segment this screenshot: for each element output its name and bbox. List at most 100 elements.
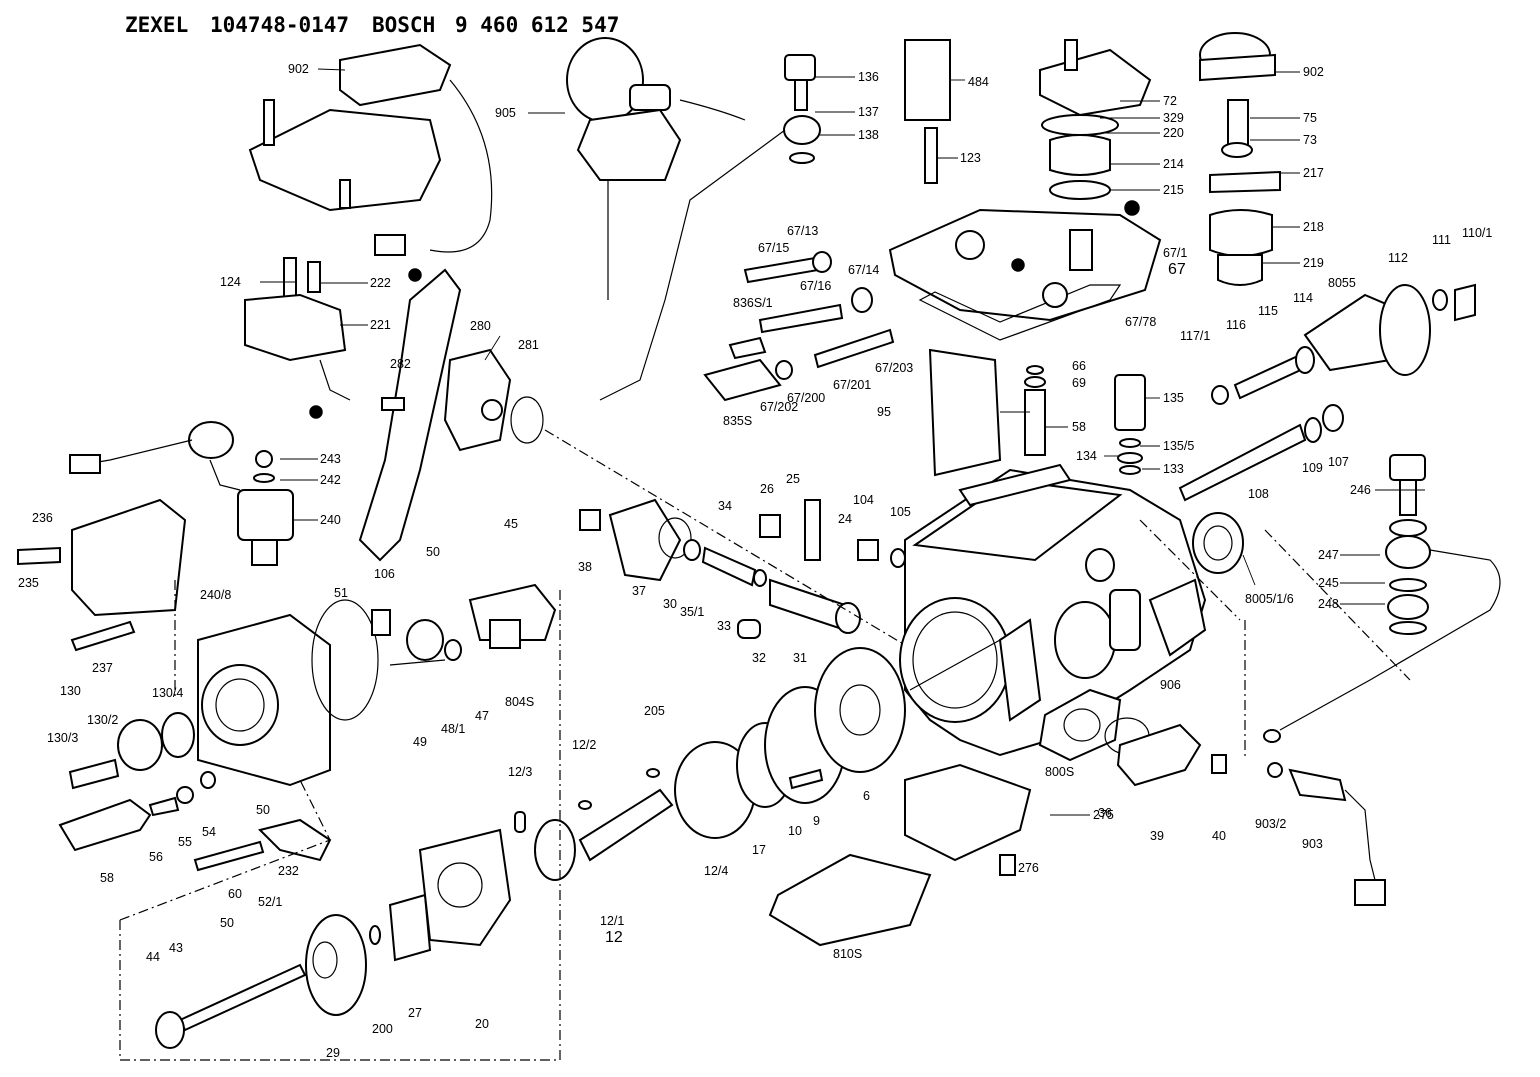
pump-housing bbox=[899, 468, 1207, 757]
label-236: 236 bbox=[32, 511, 53, 525]
fitting-58 bbox=[58, 786, 194, 852]
diagram-header: ZEXEL 104748-0147 BOSCH 9 460 612 547 bbox=[125, 13, 619, 37]
label-27: 27 bbox=[408, 1006, 422, 1020]
label-221: 221 bbox=[370, 318, 391, 332]
label-134: 134 bbox=[1076, 449, 1097, 463]
label-58-bottom: 58 bbox=[100, 871, 114, 885]
label-69: 69 bbox=[1072, 376, 1086, 390]
label-484: 484 bbox=[968, 75, 989, 89]
sensor-903 bbox=[1267, 762, 1386, 906]
label-282: 282 bbox=[390, 357, 411, 371]
label-111: 111 bbox=[1432, 233, 1451, 247]
label-12-3: 12/3 bbox=[508, 765, 532, 779]
label-12: 12 bbox=[605, 929, 623, 946]
label-114: 114 bbox=[1293, 291, 1313, 305]
label-136: 136 bbox=[858, 70, 879, 84]
banjo-fitting bbox=[599, 54, 821, 401]
label-902: 902 bbox=[288, 62, 309, 76]
label-215: 215 bbox=[1163, 183, 1184, 197]
label-237: 237 bbox=[92, 661, 113, 675]
vacuum-unit-905 bbox=[566, 37, 746, 300]
label-104: 104 bbox=[853, 493, 874, 507]
valve-135 bbox=[1114, 374, 1146, 475]
part-labels: 902 905 136 137 138 484 72 329 220 214 2… bbox=[18, 62, 1492, 1060]
label-222: 222 bbox=[370, 276, 391, 290]
label-218: 218 bbox=[1303, 220, 1324, 234]
label-123: 123 bbox=[960, 151, 981, 165]
label-47: 47 bbox=[475, 709, 489, 723]
label-135-5: 135/5 bbox=[1163, 439, 1194, 453]
label-25: 25 bbox=[786, 472, 800, 486]
label-836s-1: 836S/1 bbox=[733, 296, 773, 310]
label-835s: 835S bbox=[723, 414, 752, 428]
label-50-top: 50 bbox=[426, 545, 440, 559]
label-20: 20 bbox=[475, 1017, 489, 1031]
maker-zexel: ZEXEL bbox=[125, 13, 188, 37]
bracket-95 bbox=[928, 348, 1072, 507]
label-9: 9 bbox=[813, 814, 820, 828]
label-38: 38 bbox=[578, 560, 592, 574]
label-75: 75 bbox=[1303, 111, 1317, 125]
label-50-bottom: 50 bbox=[220, 916, 234, 930]
label-24: 24 bbox=[838, 512, 852, 526]
label-67-203: 67/203 bbox=[875, 361, 913, 375]
label-108: 108 bbox=[1248, 487, 1269, 501]
label-67-15: 67/15 bbox=[758, 241, 789, 255]
top-left-bracket bbox=[248, 43, 493, 282]
lever-232 bbox=[193, 818, 332, 872]
label-30: 30 bbox=[663, 597, 677, 611]
throttle-lever bbox=[358, 268, 544, 562]
leader-lines bbox=[260, 68, 1425, 816]
label-903: 903 bbox=[1302, 837, 1323, 851]
label-67-200: 67/200 bbox=[787, 391, 825, 405]
label-72: 72 bbox=[1163, 94, 1177, 108]
label-133: 133 bbox=[1163, 462, 1184, 476]
label-39: 39 bbox=[1150, 829, 1164, 843]
center-lines bbox=[119, 429, 1411, 1061]
seal-8005 bbox=[1192, 512, 1244, 574]
label-217: 217 bbox=[1303, 166, 1324, 180]
label-56: 56 bbox=[149, 850, 163, 864]
label-112: 112 bbox=[1388, 251, 1408, 265]
label-205: 205 bbox=[644, 704, 665, 718]
label-280: 280 bbox=[470, 319, 491, 333]
label-67-1: 67/1 bbox=[1163, 246, 1187, 260]
label-26: 26 bbox=[760, 482, 774, 496]
label-117-1: 117/1 bbox=[1180, 329, 1210, 343]
label-10: 10 bbox=[788, 824, 802, 838]
label-50-mid: 50 bbox=[256, 803, 270, 817]
label-12-2: 12/2 bbox=[572, 738, 596, 752]
label-106: 106 bbox=[374, 567, 395, 581]
stop-solenoid-240 bbox=[69, 421, 294, 566]
label-235: 235 bbox=[18, 576, 39, 590]
label-245: 245 bbox=[1318, 576, 1339, 590]
label-248: 248 bbox=[1318, 597, 1339, 611]
label-242: 242 bbox=[320, 473, 341, 487]
label-12-1: 12/1 bbox=[600, 914, 624, 928]
label-55: 55 bbox=[178, 835, 192, 849]
label-281: 281 bbox=[518, 338, 539, 352]
governor-spring-stack bbox=[904, 39, 1152, 200]
cover-39 bbox=[768, 688, 1227, 947]
label-43: 43 bbox=[169, 941, 183, 955]
label-109: 109 bbox=[1302, 461, 1323, 475]
label-67-201: 67/201 bbox=[833, 378, 871, 392]
label-240-8: 240/8 bbox=[200, 588, 231, 602]
label-8005-1-6: 8005/1/6 bbox=[1245, 592, 1294, 606]
label-73: 73 bbox=[1303, 133, 1317, 147]
label-110-1: 110/1 bbox=[1462, 226, 1492, 240]
zexel-pump-number: 104748-0147 bbox=[210, 13, 349, 37]
label-137: 137 bbox=[858, 105, 879, 119]
label-105: 105 bbox=[890, 505, 911, 519]
label-219: 219 bbox=[1303, 256, 1324, 270]
label-60: 60 bbox=[228, 887, 242, 901]
adjustment-screws bbox=[703, 251, 895, 402]
drive-train bbox=[155, 647, 906, 1049]
label-276: 276 bbox=[1018, 861, 1039, 875]
label-95: 95 bbox=[877, 405, 891, 419]
lever-8055 bbox=[1211, 283, 1476, 405]
label-31: 31 bbox=[793, 651, 807, 665]
label-67-202: 67/202 bbox=[760, 400, 798, 414]
label-6: 6 bbox=[863, 789, 870, 803]
